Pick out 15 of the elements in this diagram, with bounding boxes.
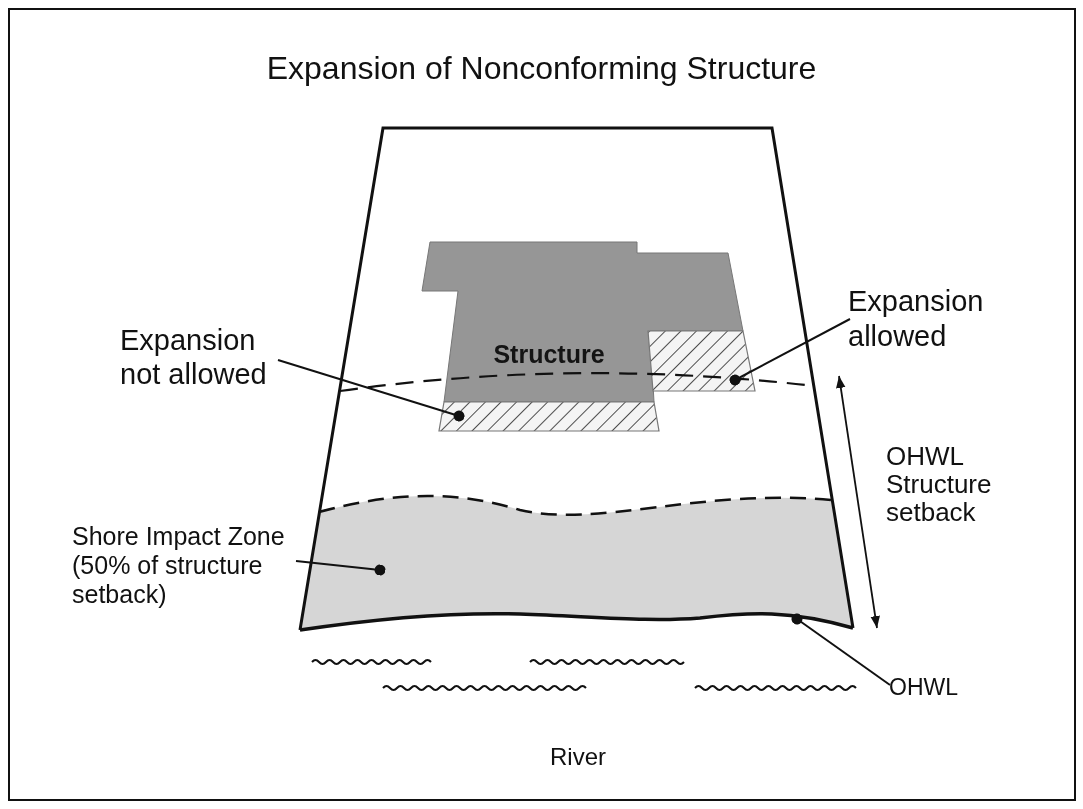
diagram-title: Expansion of Nonconforming Structure xyxy=(266,50,817,86)
callout-text: Shore Impact Zone (50% of structure setback) xyxy=(72,522,298,609)
structure-label: Structure xyxy=(493,339,605,369)
river-label: River xyxy=(549,743,607,771)
leader-line xyxy=(295,560,386,576)
callout-text: OHWL xyxy=(889,674,969,700)
building-footprint xyxy=(420,240,746,404)
leader-line xyxy=(791,613,891,686)
callout-text: Expansion not allowed xyxy=(120,323,280,391)
leader-line xyxy=(729,318,851,386)
hatched-area xyxy=(647,330,756,392)
callout-text: Expansion allowed xyxy=(848,284,1008,354)
hatched-area xyxy=(438,401,660,432)
leader-line xyxy=(277,359,465,422)
dimension-label: OHWL Structure setback xyxy=(886,442,993,526)
